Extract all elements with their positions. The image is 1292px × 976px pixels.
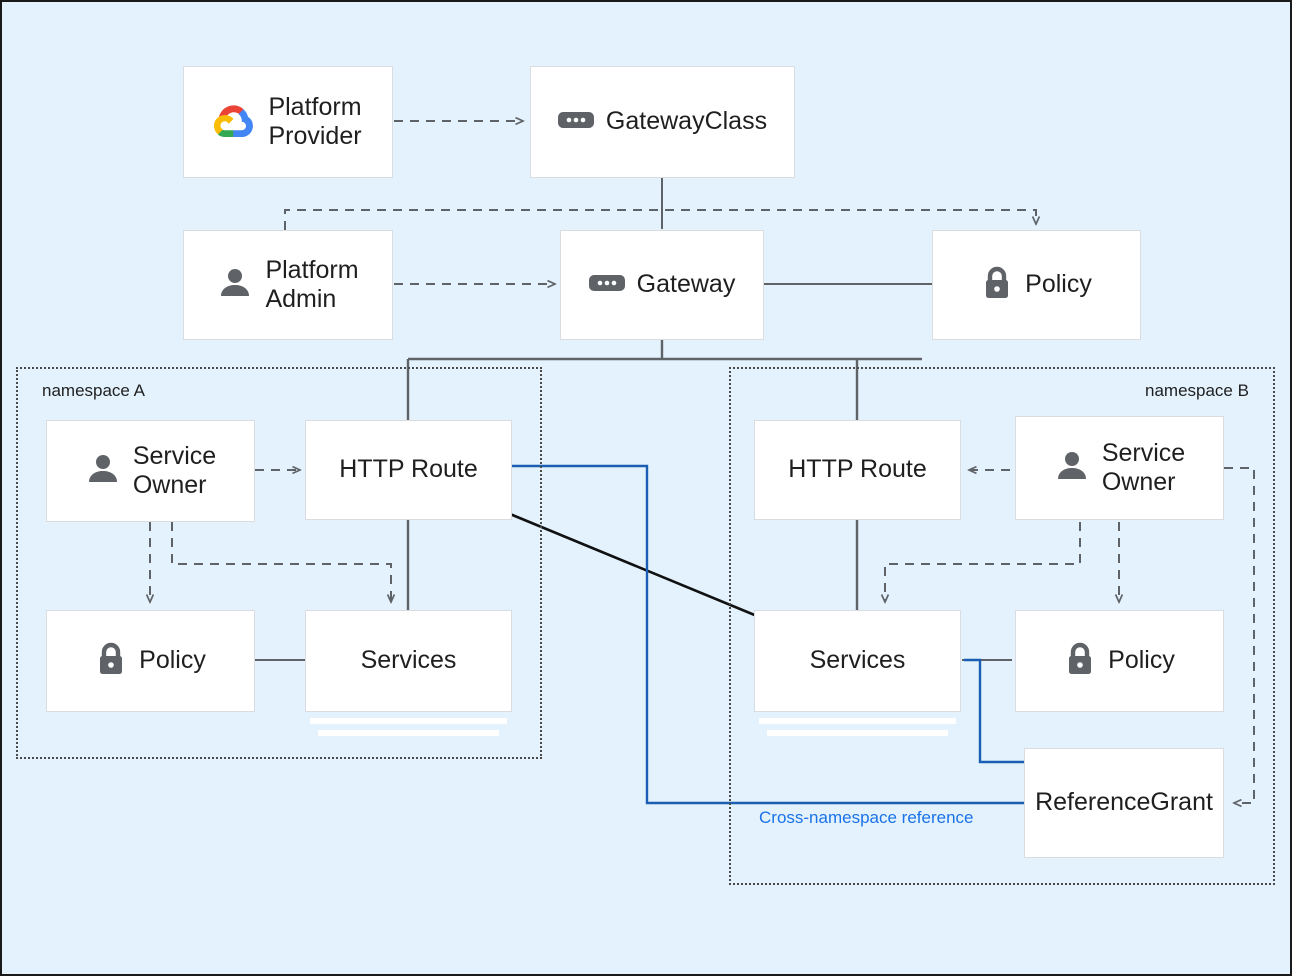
namespace-b-boundary	[729, 367, 1275, 885]
cross-namespace-reference-label: Cross-namespace reference	[759, 808, 974, 827]
edge-admin-bus-to-policy	[284, 209, 1036, 230]
node-gateway[interactable]: Gateway	[560, 230, 764, 340]
node-services-b-label: Services	[809, 646, 906, 675]
node-services-b[interactable]: Services	[754, 610, 961, 712]
node-services-b-stack-1	[759, 718, 956, 724]
node-service-owner-a-label: Service Owner	[132, 441, 217, 500]
gateway-chip-icon	[557, 109, 594, 136]
node-policy-b-label: Policy	[1108, 646, 1175, 675]
person-icon	[217, 265, 253, 306]
node-gateway-label: Gateway	[636, 270, 736, 299]
node-platform-admin-label: Platform Admin	[265, 255, 359, 314]
google-cloud-icon	[214, 102, 256, 143]
node-services-a[interactable]: Services	[305, 610, 512, 712]
lock-icon	[981, 265, 1013, 306]
node-http-route-b[interactable]: HTTP Route	[754, 420, 961, 520]
node-policy-a-label: Policy	[139, 646, 206, 675]
node-policy-a[interactable]: Policy	[46, 610, 255, 712]
node-reference-grant-label: ReferenceGrant	[1035, 788, 1213, 817]
node-gatewayclass-label: GatewayClass	[605, 107, 768, 136]
node-policy-top-label: Policy	[1025, 270, 1092, 299]
node-services-a-stack-2	[318, 730, 499, 736]
namespace-a-label: namespace A	[42, 381, 146, 400]
node-platform-admin[interactable]: Platform Admin	[183, 230, 393, 340]
namespace-b-label: namespace B	[1145, 381, 1249, 400]
edge-route-a-to-services-b	[509, 512, 758, 618]
node-services-a-label: Services	[360, 646, 457, 675]
node-service-owner-a[interactable]: Service Owner	[46, 420, 255, 522]
node-platform-provider[interactable]: Platform Provider	[183, 66, 393, 178]
node-http-route-b-label: HTTP Route	[788, 455, 927, 484]
node-policy-b[interactable]: Policy	[1015, 610, 1224, 712]
node-http-route-a-label: HTTP Route	[339, 455, 478, 484]
node-service-owner-b-label: Service Owner	[1101, 438, 1186, 497]
lock-icon	[95, 641, 127, 682]
node-policy-top[interactable]: Policy	[932, 230, 1141, 340]
node-gatewayclass[interactable]: GatewayClass	[530, 66, 795, 178]
node-service-owner-b[interactable]: Service Owner	[1015, 416, 1224, 520]
person-icon	[1054, 448, 1090, 489]
node-platform-provider-label: Platform Provider	[268, 92, 362, 151]
person-icon	[85, 451, 121, 492]
node-http-route-a[interactable]: HTTP Route	[305, 420, 512, 520]
namespace-a-boundary	[16, 367, 542, 759]
node-services-b-stack-2	[767, 730, 948, 736]
node-reference-grant[interactable]: ReferenceGrant	[1024, 748, 1224, 858]
lock-icon	[1064, 641, 1096, 682]
node-services-a-stack-1	[310, 718, 507, 724]
gateway-chip-icon	[588, 272, 625, 299]
